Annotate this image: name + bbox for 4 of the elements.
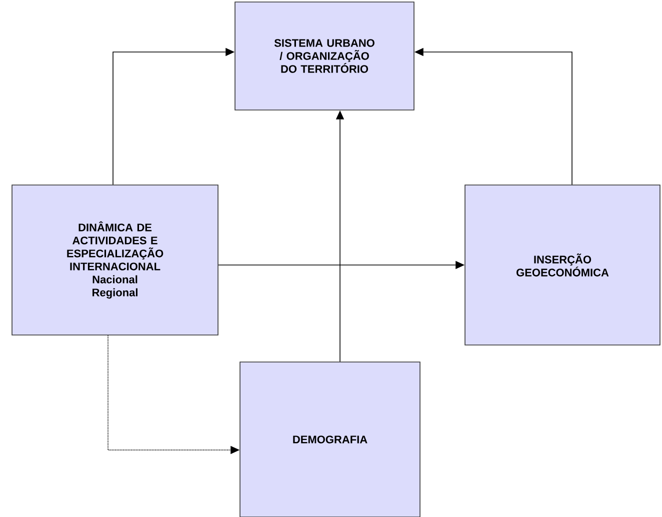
process-box: DEMOGRAFIA [240,362,420,517]
process-box: INSERÇÃO GEOECONÓMICA [464,184,660,346]
process-box: SISTEMA URBANO / ORGANIZAÇÃO DO TERRITÓRIO [234,2,414,110]
process-box: DINÂMICA DE ACTIVIDADES E ESPECIALIZAÇÃO INTERNACIONAL Nacional Regional [12,184,218,336]
